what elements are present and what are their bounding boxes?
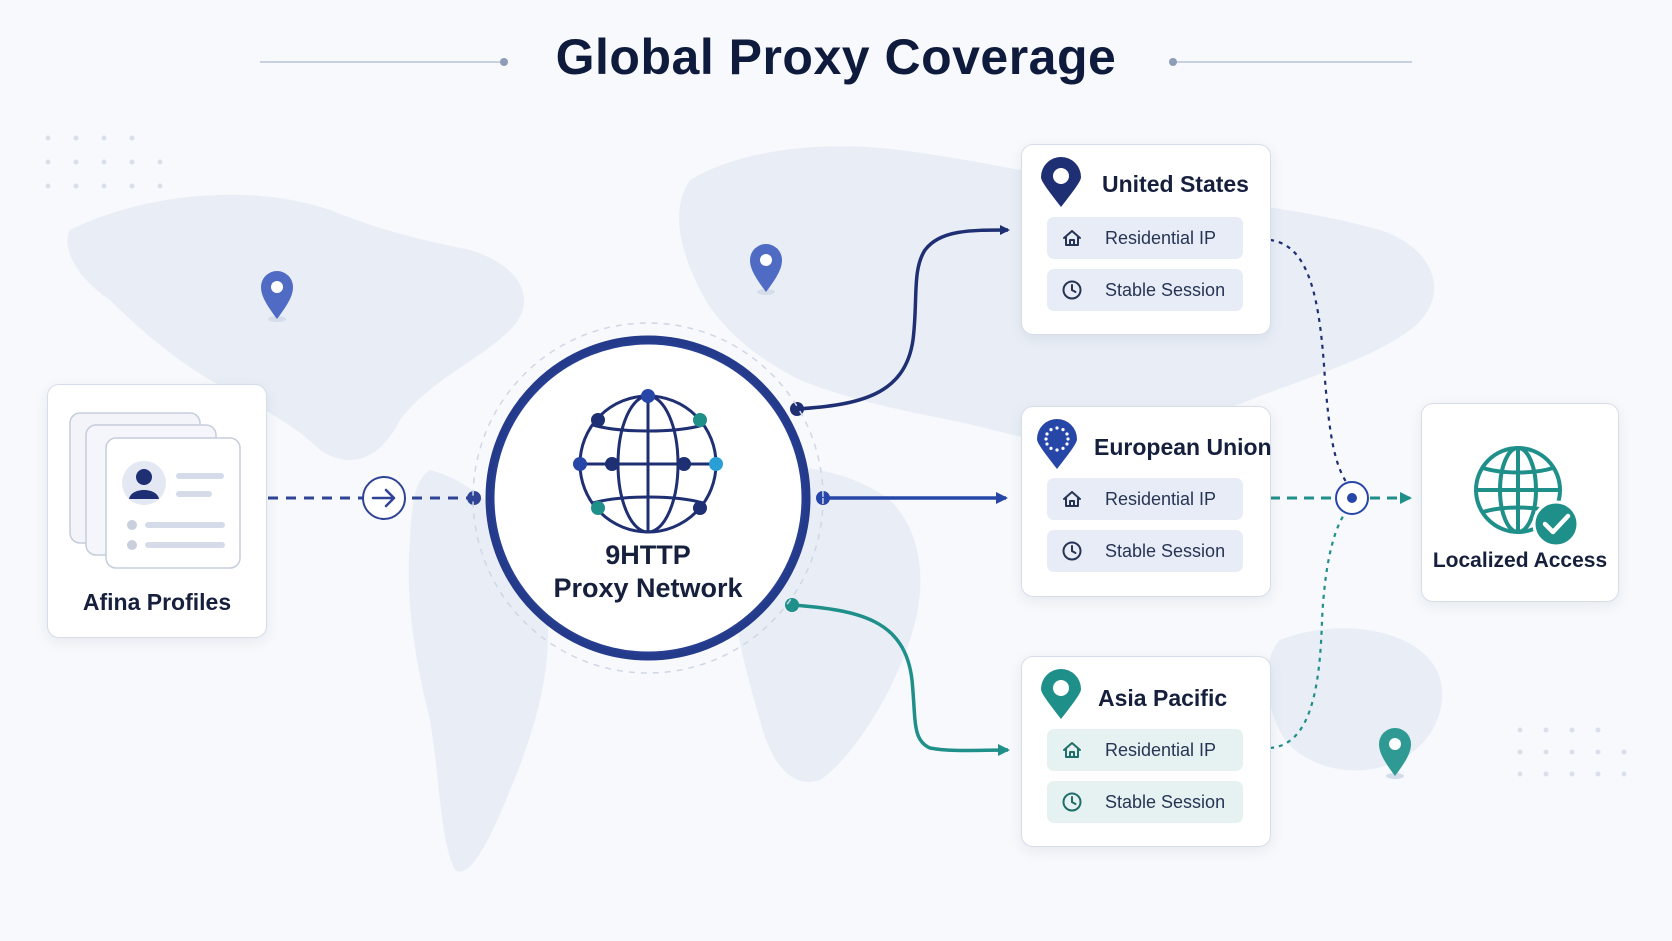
profiles-stack-icon: [69, 412, 241, 569]
clock-icon: [1062, 792, 1082, 812]
home-icon: [1063, 230, 1081, 246]
dot-grid-top-left: [45, 135, 163, 189]
region-card-apac: Asia Pacific Residential IP Stable Sessi…: [1021, 656, 1271, 847]
title-rule-right-dot: [1169, 58, 1177, 66]
map-pin-icon: [261, 271, 293, 322]
feature-residential-ip: Residential IP: [1047, 217, 1243, 259]
connector-us-merge: [1269, 238, 1353, 491]
map-pin-icon: [1041, 669, 1081, 719]
map-pin-icon: [750, 244, 782, 295]
source-card: Afina Profiles: [47, 384, 267, 638]
clock-icon: [1062, 280, 1082, 300]
region-title: United States: [1102, 171, 1249, 197]
connector-hub-apac: [791, 603, 1010, 757]
network-nodes: [573, 389, 723, 515]
feature-label: Residential IP: [1105, 489, 1217, 509]
feature-label: Stable Session: [1105, 541, 1226, 561]
feature-label: Residential IP: [1105, 228, 1217, 248]
clock-icon: [1062, 541, 1082, 561]
feature-label: Stable Session: [1105, 792, 1226, 812]
feature-residential-ip: Residential IP: [1047, 478, 1243, 520]
diagram-title: Global Proxy Coverage: [555, 29, 1117, 85]
region-card-us: United States Residential IP Stable Sess…: [1021, 144, 1271, 335]
map-pin-icon: [1041, 157, 1081, 207]
region-card-eu: European Union Residential IP Stable Ses…: [1021, 406, 1272, 597]
connector-hub-us: [796, 225, 1010, 411]
region-title: European Union: [1094, 434, 1272, 460]
title-rule-left-dot: [500, 58, 508, 66]
destination-label: Localized Access: [1432, 549, 1608, 572]
feature-stable-session: Stable Session: [1047, 269, 1243, 311]
feature-stable-session: Stable Session: [1047, 781, 1243, 823]
feature-residential-ip: Residential IP: [1047, 729, 1243, 771]
hub-title: 9HTTP: [605, 540, 691, 570]
globe-check-icon: [1474, 446, 1580, 548]
connector-apac-merge: [1269, 504, 1353, 750]
home-icon: [1063, 491, 1081, 507]
feature-label: Stable Session: [1105, 280, 1226, 300]
home-icon: [1063, 742, 1081, 758]
connector-dot: [467, 491, 481, 505]
eu-pin-icon: [1037, 419, 1077, 469]
hub-subtitle: Proxy Network: [553, 573, 743, 603]
destination-card: Localized Access: [1421, 403, 1619, 602]
map-pin-icon: [1379, 728, 1411, 779]
feature-label: Residential IP: [1105, 740, 1217, 760]
region-title: Asia Pacific: [1098, 685, 1228, 711]
source-label: Afina Profiles: [82, 589, 232, 615]
feature-stable-session: Stable Session: [1047, 530, 1243, 572]
dot-grid-bottom-right: [1517, 727, 1627, 777]
